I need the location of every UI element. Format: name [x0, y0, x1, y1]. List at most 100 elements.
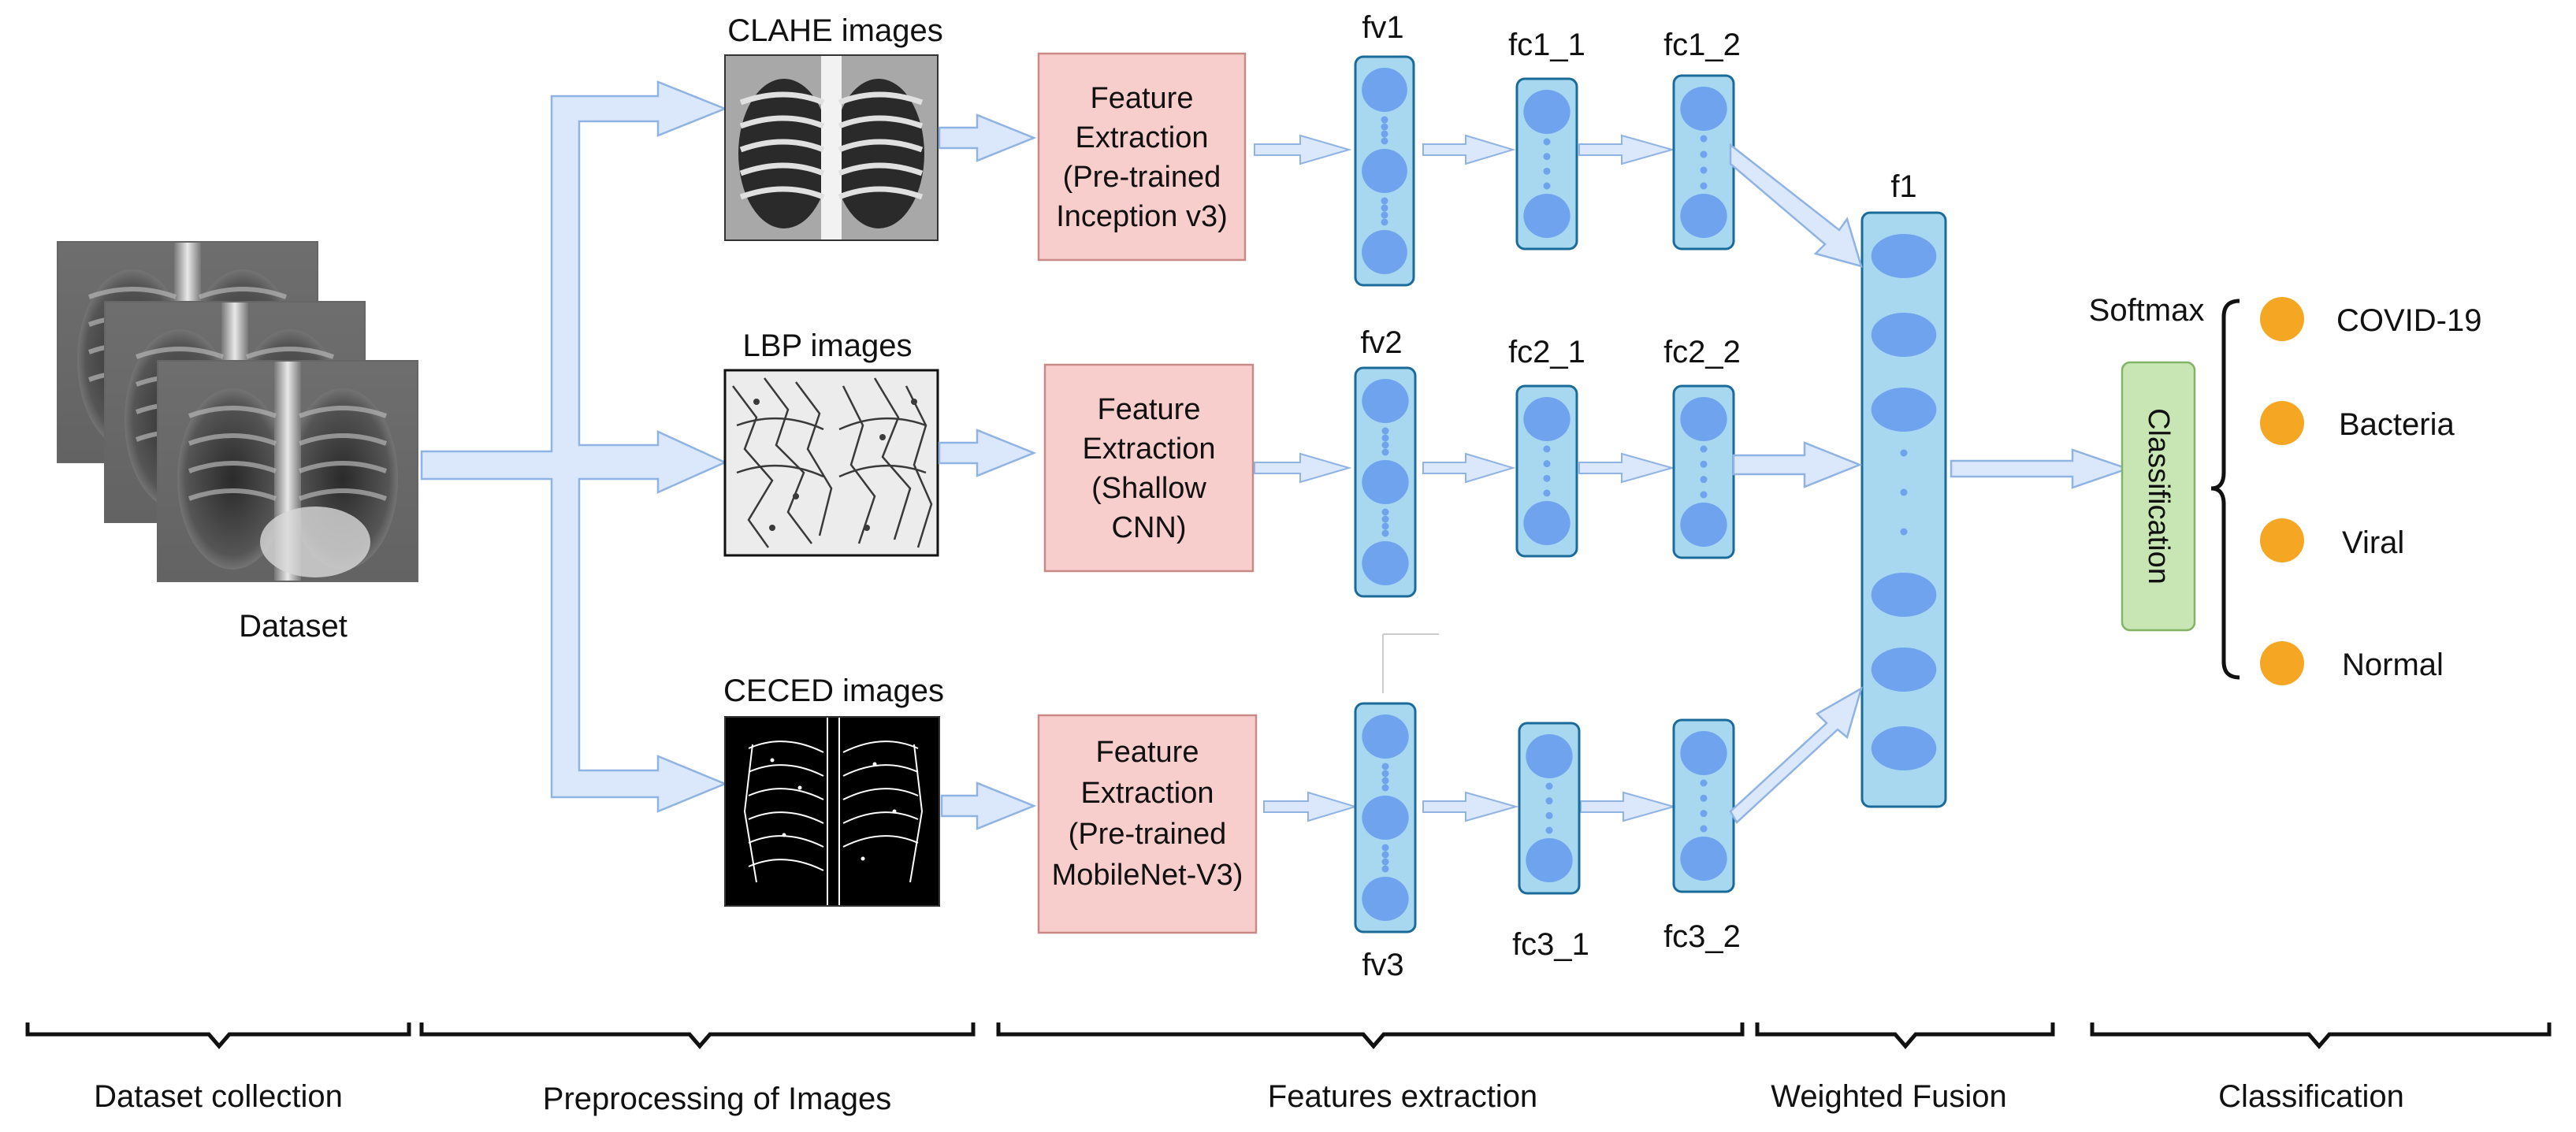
- output-dot-covid: [2260, 297, 2304, 341]
- ellipsis-dot: [1381, 218, 1388, 226]
- ellipsis-dot: [1381, 777, 1389, 785]
- brace-preprocessing: [419, 1023, 976, 1049]
- fc1-2-label: fc1_2: [1663, 28, 1741, 62]
- neuron-node: [1680, 503, 1727, 547]
- fc3-2-vector: [1672, 718, 1735, 893]
- ellipsis-dot: [1545, 797, 1553, 805]
- ceced-label: CECED images: [723, 674, 944, 708]
- arrow-fc1-2-f1: [1729, 143, 1863, 268]
- branch-arrows: [420, 80, 728, 813]
- layer-arrows: [1254, 134, 1677, 822]
- f1-label: f1: [1890, 169, 1916, 204]
- fe1-line-2: Extraction: [1076, 121, 1209, 154]
- ellipsis-dot: [1381, 137, 1388, 145]
- ellipsis-dot: [1700, 825, 1708, 833]
- ellipsis-dot: [1381, 441, 1389, 449]
- ellipsis-dot: [1381, 851, 1389, 859]
- arrow-clahe-fe1: [938, 113, 1037, 162]
- neuron-node: [1523, 501, 1571, 545]
- ellipsis-dot: [1381, 434, 1389, 442]
- ellipsis-dot: [1381, 529, 1389, 537]
- fc2-1-label: fc2_1: [1508, 335, 1585, 369]
- lbp-label: LBP images: [743, 328, 913, 363]
- stage-braces: [25, 1023, 2552, 1049]
- stage-label-preprocessing: Preprocessing of Images: [543, 1082, 891, 1116]
- softmax-brace: [2210, 299, 2240, 680]
- ellipsis-dot: [1381, 515, 1389, 523]
- stage-label-dataset-collection: Dataset collection: [94, 1079, 343, 1114]
- neuron-node: [1362, 68, 1407, 112]
- neuron-node: [1871, 573, 1937, 617]
- xray-image-3: [158, 361, 418, 581]
- lbp-image: [723, 369, 939, 557]
- neuron-node: [1680, 397, 1727, 441]
- ellipsis-dot: [1381, 522, 1389, 530]
- arrow-fc2-1-fc2-2: [1578, 452, 1675, 484]
- fc3-2-label: fc3_2: [1663, 919, 1741, 954]
- ellipsis-dot: [1700, 445, 1708, 453]
- neuron-node: [1362, 714, 1409, 759]
- ellipsis-dot: [1381, 844, 1389, 852]
- arrow-fc1-1-fc1-2: [1578, 134, 1675, 165]
- neuron-node: [1526, 734, 1573, 778]
- ellipsis-dot: [1700, 476, 1708, 484]
- ceced-image: [724, 716, 940, 907]
- fv2-label: fv2: [1360, 325, 1402, 360]
- fe1-line-4: Inception v3): [1056, 200, 1228, 233]
- ellipsis-dot: [1900, 488, 1908, 496]
- fc1-1-vector: [1515, 77, 1578, 251]
- fv2-vector: [1354, 366, 1417, 598]
- ellipsis-dot: [1545, 811, 1553, 819]
- brace-classification: [2090, 1023, 2552, 1049]
- output-dot-normal: [2260, 641, 2304, 685]
- clahe-label: CLAHE images: [727, 13, 942, 48]
- feature-vectors: [1354, 55, 1947, 933]
- ellipsis-dot: [1381, 508, 1389, 516]
- ellipsis-dot: [1381, 865, 1389, 873]
- class-outputs: COVID-19 Bacteria Viral Normal: [2260, 297, 2482, 685]
- neuron-node: [1680, 837, 1727, 881]
- neuron-node: [1871, 234, 1937, 278]
- ellipsis-dot: [1700, 491, 1708, 499]
- fc1-1-label: fc1_1: [1508, 28, 1585, 62]
- output-label-covid: COVID-19: [2336, 303, 2482, 338]
- dataset-image-stack: [58, 242, 418, 581]
- ellipsis-dot: [1700, 166, 1708, 174]
- fe3-line-4: MobileNet-V3): [1052, 859, 1243, 892]
- neuron-node: [1523, 397, 1571, 441]
- arrow-fc2-2-f1: [1732, 441, 1863, 488]
- fc1-2-vector: [1672, 74, 1735, 251]
- fe2-line-4: CNN): [1112, 511, 1187, 544]
- fc2-2-label: fc2_2: [1663, 335, 1741, 369]
- ellipsis-dot: [1700, 182, 1708, 190]
- ellipsis-dot: [1700, 150, 1708, 158]
- arrow-ceced-fe3: [940, 781, 1037, 830]
- neuron-node: [1680, 194, 1727, 238]
- f1-vector: [1860, 211, 1947, 808]
- arrow-fc3-2-f1: [1729, 686, 1864, 824]
- neuron-node: [1523, 90, 1571, 134]
- ellipsis-dot: [1381, 770, 1389, 778]
- ellipsis-dot: [1381, 211, 1388, 219]
- neuron-node: [1871, 388, 1937, 432]
- arrow-fe1-fv1: [1254, 134, 1352, 165]
- ellipsis-dot: [1543, 153, 1551, 161]
- ellipsis-dot: [1700, 779, 1708, 787]
- ellipsis-dot: [1700, 794, 1708, 802]
- fe2-line-2: Extraction: [1083, 432, 1216, 466]
- ellipsis-dot: [1381, 204, 1388, 212]
- dataset-label: Dataset: [239, 609, 348, 644]
- arrow-lbp-fe2: [938, 429, 1037, 477]
- brace-weighted-fusion: [1755, 1023, 2055, 1049]
- clahe-image: [724, 54, 939, 241]
- fe1-line-1: Feature: [1091, 82, 1194, 115]
- ellipsis-dot: [1381, 427, 1389, 435]
- arrow-fe2-fv2: [1254, 452, 1352, 484]
- neuron-node: [1362, 230, 1407, 274]
- ellipsis-dot: [1543, 489, 1551, 497]
- output-label-bacteria: Bacteria: [2339, 407, 2455, 442]
- fv1-vector: [1354, 55, 1415, 287]
- ellipsis-dot: [1381, 763, 1389, 770]
